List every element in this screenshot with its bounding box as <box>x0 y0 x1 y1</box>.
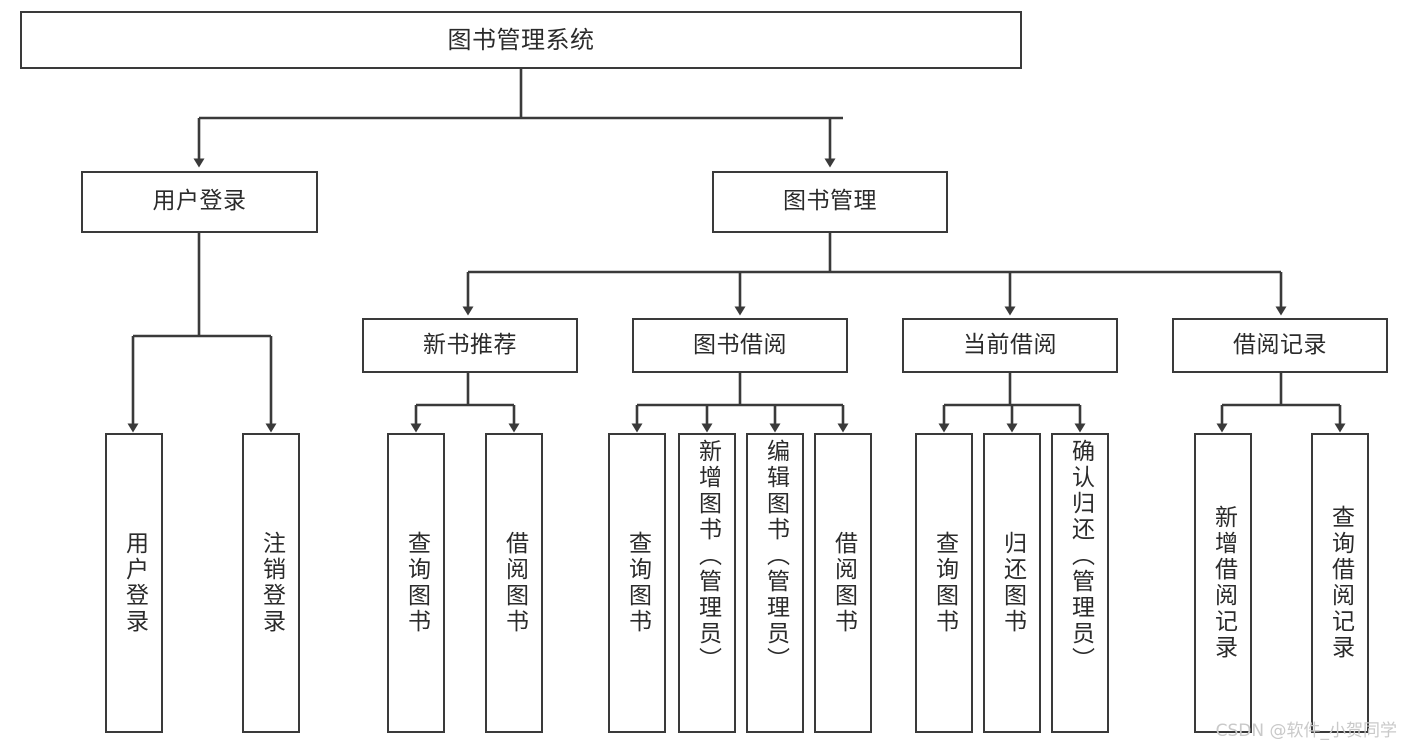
node-current-borrow-label: 当前借阅 <box>963 331 1057 358</box>
node-new-book-recommend-label: 新书推荐 <box>423 331 517 358</box>
leaf-current-return-book-label: 归还图书 <box>999 531 1026 635</box>
leaf-borrow-borrow-book-label: 借阅图书 <box>830 531 857 635</box>
leaf-new-book-borrow[interactable]: 借阅图书 <box>485 433 543 733</box>
node-book-borrow[interactable]: 图书借阅 <box>632 318 848 373</box>
node-current-borrow[interactable]: 当前借阅 <box>902 318 1118 373</box>
node-user-login-label: 用户登录 <box>152 188 247 215</box>
leaf-borrow-query-book[interactable]: 查询图书 <box>608 433 666 733</box>
leaf-borrow-edit-book[interactable]: 编辑图书（管理员） <box>746 433 804 733</box>
leaf-records-query-record[interactable]: 查询借阅记录 <box>1311 433 1369 733</box>
node-book-borrow-label: 图书借阅 <box>693 331 787 358</box>
leaf-borrow-borrow-book[interactable]: 借阅图书 <box>814 433 872 733</box>
node-book-management-label: 图书管理 <box>783 188 877 215</box>
leaf-new-book-query[interactable]: 查询图书 <box>387 433 445 733</box>
node-user-login[interactable]: 用户登录 <box>81 171 318 233</box>
node-new-book-recommend[interactable]: 新书推荐 <box>362 318 578 373</box>
node-borrow-records-label: 借阅记录 <box>1233 331 1327 358</box>
leaf-borrow-add-book-label: 新增图书（管理员） <box>694 439 721 673</box>
node-root-label: 图书管理系统 <box>447 25 595 54</box>
leaf-current-confirm-return-label: 确认归还（管理员） <box>1067 439 1094 673</box>
leaf-current-query-book[interactable]: 查询图书 <box>915 433 973 733</box>
leaf-user-login-login[interactable]: 用户登录 <box>105 433 163 733</box>
leaf-new-book-borrow-label: 借阅图书 <box>501 531 528 635</box>
leaf-current-confirm-return[interactable]: 确认归还（管理员） <box>1051 433 1109 733</box>
leaf-current-return-book[interactable]: 归还图书 <box>983 433 1041 733</box>
leaf-records-add-record[interactable]: 新增借阅记录 <box>1194 433 1252 733</box>
leaf-user-login-logout[interactable]: 注销登录 <box>242 433 300 733</box>
leaf-borrow-edit-book-label: 编辑图书（管理员） <box>762 439 789 673</box>
leaf-records-add-record-label: 新增借阅记录 <box>1210 505 1237 661</box>
leaf-new-book-query-label: 查询图书 <box>403 531 430 635</box>
leaf-borrow-query-book-label: 查询图书 <box>624 531 651 635</box>
node-book-management[interactable]: 图书管理 <box>712 171 948 233</box>
node-borrow-records[interactable]: 借阅记录 <box>1172 318 1388 373</box>
watermark: CSDN @软件_小贺同学 <box>1215 721 1397 741</box>
leaf-borrow-add-book[interactable]: 新增图书（管理员） <box>678 433 736 733</box>
leaf-user-login-login-label: 用户登录 <box>121 531 148 635</box>
leaf-user-login-logout-label: 注销登录 <box>258 531 285 635</box>
leaf-current-query-book-label: 查询图书 <box>931 531 958 635</box>
node-root[interactable]: 图书管理系统 <box>20 11 1022 69</box>
leaf-records-query-record-label: 查询借阅记录 <box>1327 505 1354 661</box>
